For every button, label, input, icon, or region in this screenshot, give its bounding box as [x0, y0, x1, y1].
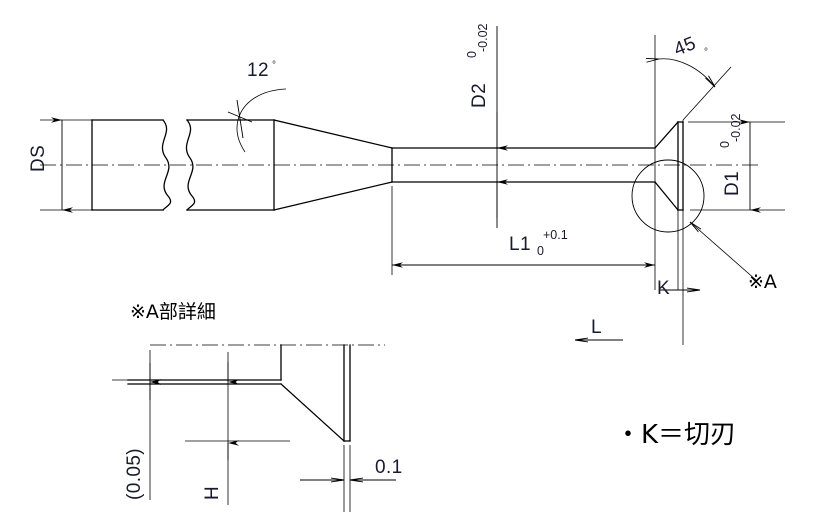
dimension-l: L [575, 317, 623, 340]
detail-circle-a [631, 159, 705, 233]
angle-12-degree-symbol: ° [272, 60, 276, 71]
angle-12-label: 12 [247, 60, 269, 81]
d2-lower-tolerance: -0.02 [476, 23, 490, 52]
dimension-ds: DS [28, 117, 92, 213]
l1-upper-tolerance: +0.1 [543, 228, 568, 242]
dimension-h: H [202, 362, 239, 500]
tolerance-005-label: (0.05) [124, 448, 145, 500]
d1-label: D1 [722, 171, 743, 196]
ds-label: DS [28, 145, 49, 172]
dimension-k: K [657, 278, 700, 299]
dimension-005: (0.05) [124, 363, 161, 500]
dimension-01-label: 0.1 [375, 457, 403, 478]
shank-body-outline [91, 119, 275, 211]
l-label: L [591, 317, 602, 338]
callout-a-leader: ※A [690, 222, 777, 293]
detail-extension-lines [112, 350, 351, 512]
d1-lower-tolerance: -0.02 [729, 113, 743, 142]
angle-45-label: 45 [671, 33, 699, 61]
l1-label: L1 [509, 234, 531, 255]
k-label: K [657, 278, 670, 299]
dimension-l1: L1 +0.1 0 [391, 186, 655, 275]
detail-view-title: ※A部詳細 [130, 301, 216, 323]
l1-lower-tolerance: 0 [537, 244, 544, 258]
callout-a-label: ※A [748, 271, 777, 293]
angle-12-annotation: 12 ° [227, 60, 287, 153]
cutting-head [654, 121, 684, 211]
note-cutting-edge: ・K＝切刃 [615, 420, 736, 450]
taper-cone [273, 119, 393, 211]
dimension-d2: D2 0 -0.02 [465, 23, 508, 228]
angle-45-degree-symbol: ° [704, 47, 708, 58]
d2-upper-tolerance: 0 [465, 51, 479, 58]
h-label: H [202, 486, 223, 500]
angle-45-annotation: 45 ° [659, 33, 732, 121]
d2-label: D2 [469, 83, 490, 108]
d1-upper-tolerance: 0 [718, 141, 732, 148]
dimension-01: 0.1 [300, 457, 403, 480]
dimension-d1: D1 0 -0.02 [688, 113, 785, 213]
cylindrical-body-d2 [391, 147, 656, 183]
detail-part-geometry [127, 344, 351, 442]
